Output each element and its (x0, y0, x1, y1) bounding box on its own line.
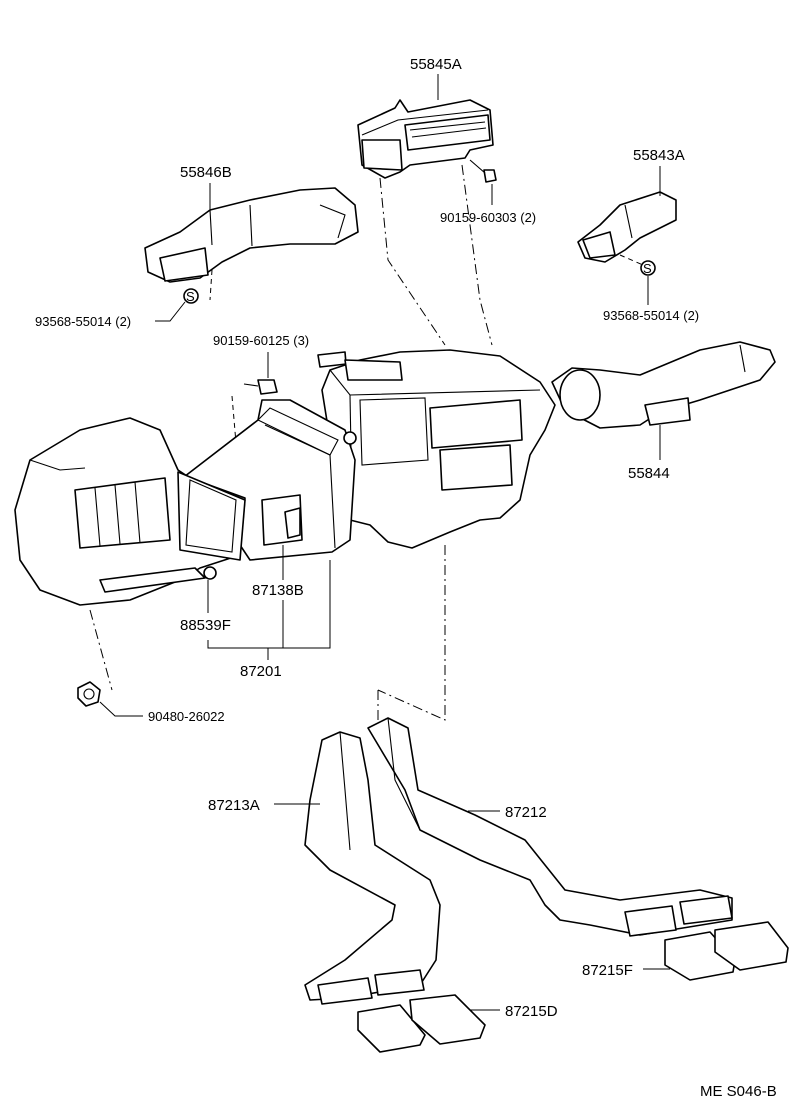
register-87215D (357, 994, 486, 1053)
duct-87213A (304, 731, 441, 1005)
label-55844: 55844 (628, 465, 670, 482)
clip-s-left-text: S (186, 289, 195, 304)
label-55845A: 55845A (410, 56, 462, 73)
label-90480-26022: 90480-26022 (148, 709, 225, 724)
register-87215F (664, 921, 789, 981)
label-93568-55014-right: 93568-55014 (2) (603, 308, 699, 323)
blower-unit (14, 417, 246, 606)
label-87215D: 87215D (505, 1003, 558, 1020)
clip-s-left-icon (183, 288, 199, 304)
duct-87212 (367, 717, 733, 937)
label-87212: 87212 (505, 804, 547, 821)
label-90159-60125: 90159-60125 (3) (213, 333, 309, 348)
heater-unit (317, 349, 556, 549)
label-55843A: 55843A (633, 147, 685, 164)
label-93568-55014-left: 93568-55014 (2) (35, 314, 131, 329)
duct-55846B (144, 187, 359, 283)
label-87138B: 87138B (252, 582, 304, 599)
screw-90159-60125 (243, 379, 278, 395)
screw-90159-60303 (469, 159, 497, 183)
label-87215F: 87215F (582, 962, 633, 979)
drawing-code: ME S046-B (700, 1083, 777, 1100)
clip-s-right-icon (640, 260, 656, 276)
label-87213A: 87213A (208, 797, 260, 814)
label-87201: 87201 (240, 663, 282, 680)
label-88539F: 88539F (180, 617, 231, 634)
duct-55845A (357, 99, 494, 179)
clip-s-right-text: S (643, 261, 652, 276)
duct-55843A (577, 191, 677, 263)
duct-55844 (551, 341, 776, 429)
nut-90480-26022 (77, 681, 101, 707)
label-90159-60303: 90159-60303 (2) (440, 210, 536, 225)
label-55846B: 55846B (180, 164, 232, 181)
